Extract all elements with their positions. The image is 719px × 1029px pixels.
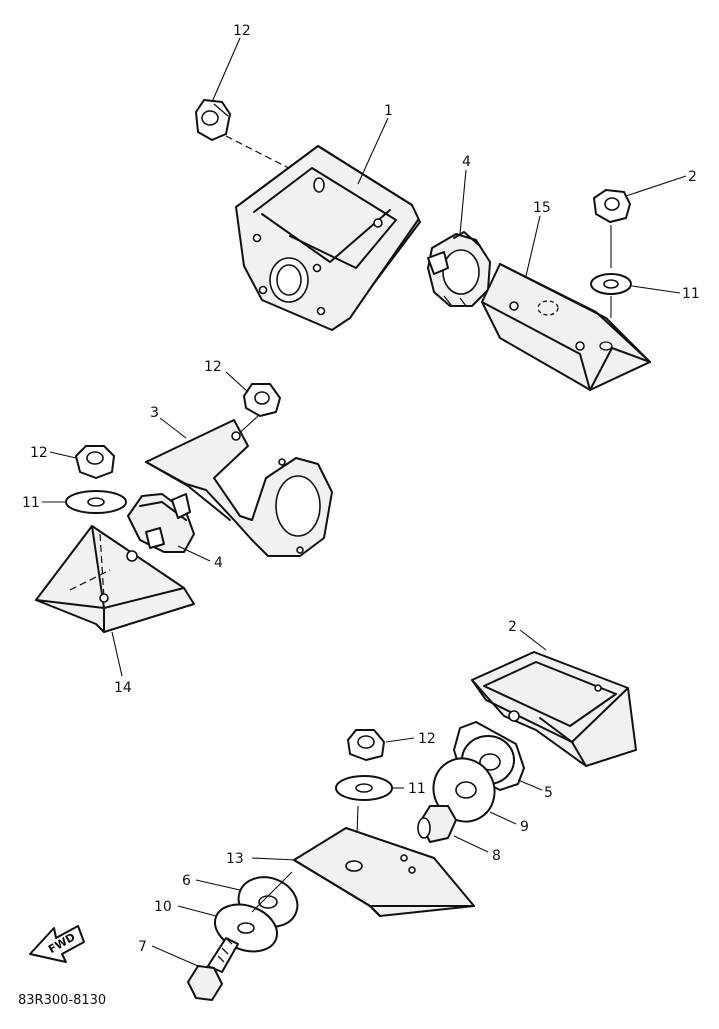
callout-13: 13 [226,851,244,867]
callout-12: 12 [30,445,48,461]
part-15-bracket [481,263,651,391]
callout-15: 15 [533,200,551,216]
part-13-bracket [293,827,475,917]
leader-lines [42,37,687,967]
part-2-nut-top [593,189,631,223]
callout-4: 4 [462,154,471,170]
center-line [225,135,319,184]
part-4-damper-top [427,231,491,307]
callout-7: 7 [138,939,147,955]
part-2-bracket-lower [471,651,637,767]
callout-12: 12 [204,359,222,375]
part-12-nut-mid [243,383,281,417]
part-1-bracket [235,145,421,331]
callout-labels: 12 1 4 2 15 11 12 3 12 11 4 14 2 12 11 5… [22,23,700,955]
part-14-bracket [35,525,195,633]
callout-12: 12 [418,731,436,747]
part-12-nut-top [195,99,231,141]
callout-6: 6 [182,873,191,889]
part-12-nut-left [75,445,115,479]
callout-11: 11 [22,495,40,511]
part-11-washer-mid [65,490,127,514]
callout-8: 8 [492,848,501,864]
callout-3: 3 [150,405,159,421]
diagram-code: 83R300-8130 [18,993,106,1008]
fwd-arrow-icon: FWD [29,925,85,963]
part-12-nut-lower [347,729,385,761]
callout-12: 12 [233,23,251,39]
callout-11: 11 [682,286,700,302]
callout-2: 2 [688,169,697,185]
callout-4: 4 [214,555,223,571]
callout-1: 1 [384,103,393,119]
callout-5: 5 [544,785,553,801]
part-7-bolt [187,937,239,1001]
callout-9: 9 [520,819,529,835]
part-3-bracket [145,419,333,557]
callout-14: 14 [114,680,132,696]
part-8-collar [417,805,457,843]
center-line [251,871,293,913]
callout-10: 10 [154,899,172,915]
part-4-damper-mid [127,493,195,553]
part-11-washer-top [590,273,632,295]
callout-2: 2 [508,619,517,635]
callout-11: 11 [408,781,426,797]
part-11-washer-lower [335,775,393,801]
